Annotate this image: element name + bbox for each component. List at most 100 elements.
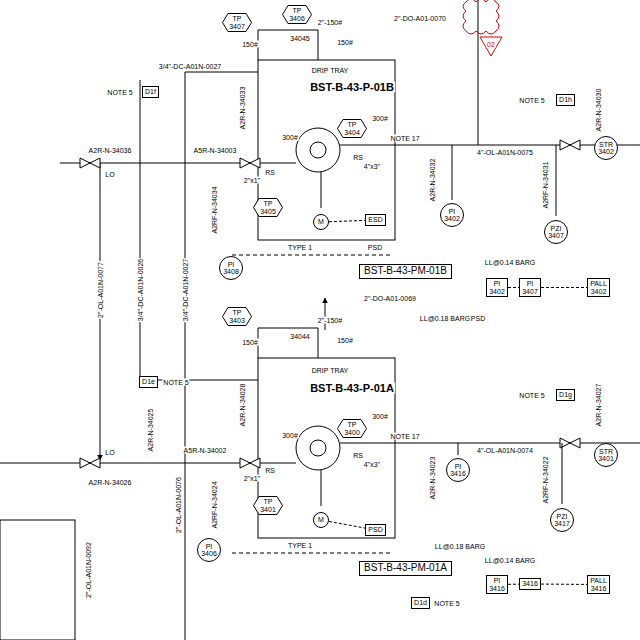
instrument-lead	[562, 443, 563, 504]
valve-tag: A2R-N-34036	[88, 147, 133, 154]
flange-label: RS	[352, 154, 364, 161]
test-point: TP3400	[337, 419, 367, 438]
setpoint-label: LL@0.18 BARG	[434, 543, 486, 550]
instrument-bubble: PI3402	[440, 203, 464, 227]
signal-connector	[508, 584, 519, 585]
tag-text: PI	[494, 280, 501, 287]
instrument-lead	[458, 443, 459, 455]
rating-label: 150#	[241, 41, 259, 48]
size-label: 2"-150#	[317, 317, 343, 324]
valve-tag: A5R-N-34002	[183, 447, 228, 454]
tag-text: 3406	[201, 550, 217, 557]
instrument-lead	[452, 145, 453, 200]
size-label: 4"x3"	[363, 461, 381, 468]
tag-text: PI	[449, 208, 456, 215]
flange-label: RS	[352, 452, 364, 459]
note-box: D1f	[142, 86, 159, 98]
valve-tag: A2R-N-34023	[429, 456, 436, 501]
test-point: TP3406	[282, 5, 312, 24]
valve-tag: A2RF-N-34031	[542, 160, 549, 209]
tag-text: PALL	[590, 280, 607, 287]
shutdown-box: PSD	[365, 524, 386, 536]
tag-text: TP	[348, 121, 357, 128]
valve-tag: 34044	[289, 333, 310, 340]
pump-shaft	[321, 172, 322, 208]
tag-text: 3406	[289, 15, 305, 22]
tag-text: D1g	[559, 391, 572, 398]
note-box: D1e	[139, 376, 158, 388]
tag-text: M	[318, 516, 324, 523]
signal-line	[232, 553, 390, 554]
rating-label: 300#	[281, 432, 299, 439]
signal-line	[232, 255, 390, 256]
note-box: D1h	[556, 94, 575, 106]
test-point: TP3404	[337, 119, 367, 138]
line-number: 2"-DO-A01-0069	[363, 295, 417, 302]
equipment-boundary	[0, 520, 75, 640]
tag-text: 3407	[548, 232, 564, 239]
tag-text: 3402	[591, 288, 607, 295]
tag-text: 3408	[223, 268, 239, 275]
tag-text: TP	[348, 421, 357, 428]
hexagon-outline	[338, 120, 367, 138]
line-number: 3/4"-DC-A01N-0026	[137, 258, 144, 322]
tag-text: 3403	[229, 317, 245, 324]
hexagon-outline	[338, 420, 367, 438]
valve-tag: A2R-N-34028	[239, 383, 246, 428]
signal-connector	[541, 584, 587, 585]
setpoint-label: LL@0.14 BARG	[484, 557, 536, 564]
valve-tag: A2R-N-34030	[595, 88, 602, 133]
hexagon-outline	[223, 14, 252, 32]
test-point: TP3401	[253, 496, 283, 515]
hexagon-outline	[283, 6, 312, 24]
tag-text: STR	[599, 448, 613, 455]
signal-connector	[541, 287, 587, 288]
strainer-bubble: STR3402	[594, 136, 618, 160]
discharge-pipe	[478, 0, 479, 145]
valve-tag: A5R-N-34003	[193, 147, 238, 154]
line-number: 4"-OL-A01N-0075	[476, 149, 534, 156]
hexagon-outline	[254, 497, 283, 515]
tag-text: D1f	[145, 88, 156, 95]
line-number: 4"-OL-A01N-0074	[476, 447, 534, 454]
tag-text: BST-B-43-PM-01A	[364, 563, 447, 574]
valve-tag: A2R-N-34025	[147, 408, 154, 453]
revision-cloud	[463, 0, 499, 34]
signal-label: PSD	[367, 244, 383, 251]
tag-text: 3417	[554, 520, 570, 527]
drain-pipe	[140, 80, 258, 380]
tag-text: 3416	[489, 585, 505, 592]
tag-text: 3416	[450, 470, 466, 477]
pump-volute	[310, 440, 326, 456]
line-number: 2"-DO-A01-0070	[393, 15, 447, 22]
note-ref: NOTE 5	[162, 379, 189, 386]
tag-text: 3402	[444, 215, 460, 222]
tag-text: BST-B-43-PM-01B	[364, 266, 447, 277]
gate-valve	[560, 140, 580, 150]
tray-label: DRIP TRAY	[311, 367, 350, 374]
discharge-pipe	[340, 443, 640, 444]
size-label: 2"-150#	[317, 19, 343, 26]
hexagon-outline	[223, 308, 252, 326]
alarm-box: PALL3402	[587, 278, 610, 297]
tag-text: PI	[228, 261, 235, 268]
size-label: 2"x1"	[243, 475, 261, 482]
equipment-tag: BST-B-43-P-01A	[309, 383, 395, 394]
pump-shaft	[321, 470, 322, 506]
valve-tag: A2R-N-34033	[239, 86, 246, 131]
note-box: D1g	[556, 389, 575, 401]
tag-text: TP	[264, 498, 273, 505]
tag-text: 3416	[591, 585, 607, 592]
instrument-lead	[556, 145, 557, 216]
instrument-box: PI3407	[519, 278, 541, 297]
signal-connector	[508, 287, 519, 288]
rating-label: 300#	[281, 134, 299, 141]
gate-valve	[80, 458, 100, 468]
rating-label: 150#	[336, 39, 354, 46]
instrument-box: PI3416	[486, 575, 508, 594]
note-ref: NOTE 17	[389, 433, 420, 440]
line-number: 2"-OL-A01N-0092	[85, 541, 92, 599]
valve-position: LO	[104, 449, 115, 456]
pump-volute	[296, 426, 340, 470]
tag-text: PALL	[590, 577, 607, 584]
